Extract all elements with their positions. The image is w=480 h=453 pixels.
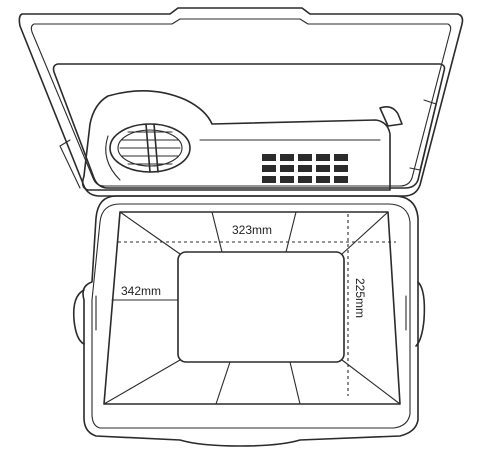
- depth-dimension-label: 342mm: [121, 284, 161, 298]
- fan-housing: [81, 90, 391, 191]
- vent-slots-icon: [262, 154, 348, 183]
- lid-latch: [379, 106, 403, 127]
- box-body: [72, 195, 426, 447]
- height-dimension-label: 225mm: [353, 278, 367, 318]
- width-dimension-label: 323mm: [232, 223, 272, 237]
- inner-cavity: [103, 211, 401, 405]
- dimension-lines: [112, 214, 396, 396]
- fan-grille-icon: [109, 123, 191, 173]
- lid: [18, 7, 464, 197]
- inner-floor: [177, 251, 345, 363]
